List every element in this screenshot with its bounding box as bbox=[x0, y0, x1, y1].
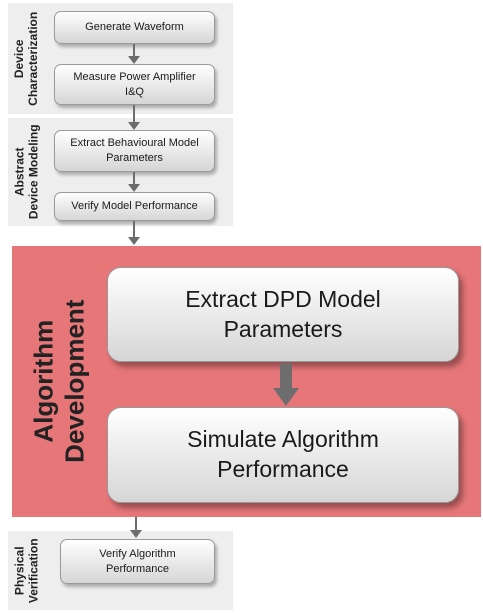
step-generate-waveform: Generate Waveform bbox=[54, 11, 215, 44]
step-measure-power-amplifier: Measure Power Amplifier I&Q bbox=[54, 64, 215, 105]
arrow-generate-to-measure bbox=[128, 44, 140, 64]
arrow-verify-model-to-algorithm bbox=[128, 221, 140, 245]
step-extract-behavioural-model: Extract Behavioural Model Parameters bbox=[54, 130, 215, 172]
step-simulate-algorithm-performance: Simulate Algorithm Performance bbox=[107, 407, 459, 503]
step-extract-dpd-model: Extract DPD Model Parameters bbox=[107, 267, 459, 362]
arrow-measure-to-extract-behavioural bbox=[128, 105, 140, 130]
arrow-algorithm-to-physical bbox=[130, 517, 142, 538]
step-verify-algorithm-performance: Verify Algorithm Performance bbox=[60, 539, 215, 584]
arrow-extract-dpd-to-simulate bbox=[273, 363, 299, 406]
step-verify-model-performance: Verify Model Performance bbox=[54, 192, 215, 221]
arrow-extract-behavioural-to-verify-model bbox=[128, 172, 140, 192]
